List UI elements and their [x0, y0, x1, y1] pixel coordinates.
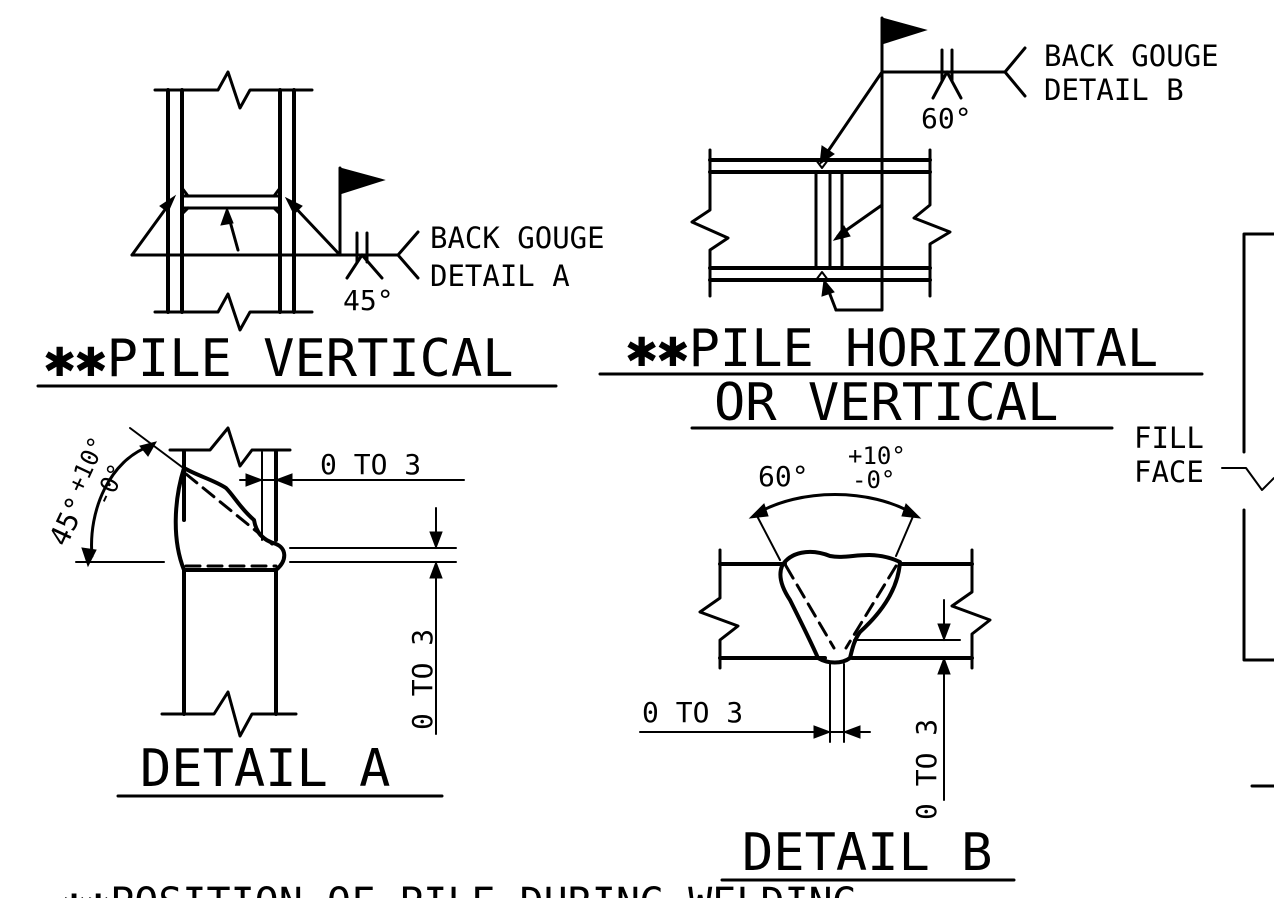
- fill-face-line2: FACE: [1134, 455, 1204, 489]
- pile-vertical-callout-line2: DETAIL A: [430, 259, 570, 293]
- detail-b-angle-base-label: 60°: [758, 460, 809, 493]
- detail-b-title: DETAIL B: [742, 823, 992, 883]
- pile-horizontal-callout-line2: DETAIL B: [1044, 73, 1184, 107]
- pile-horizontal-callout-line1: BACK GOUGE: [1044, 39, 1219, 73]
- fill-face-line1: FILL: [1134, 421, 1204, 455]
- pile-vertical-title: ✱✱PILE VERTICAL: [44, 329, 514, 389]
- pile-vertical-angle-label: 45°: [343, 284, 394, 317]
- pile-horizontal-title-line2: OR VERTICAL: [714, 373, 1058, 433]
- pile-horizontal-angle-label: 60°: [921, 102, 972, 135]
- detail-a-view: [75, 426, 465, 798]
- pile-horizontal-title-line1: ✱✱PILE HORIZONTAL: [626, 319, 1158, 379]
- fill-face-view: [1221, 232, 1274, 788]
- detail-b-view: [639, 493, 1016, 882]
- pile-horizontal-view: [598, 16, 1204, 430]
- detail-a-top-gap-label: 0 TO 3: [320, 448, 421, 481]
- detail-b-angle-tol-minus-label: -0°: [852, 466, 895, 494]
- detail-b-bottom-gap-label: 0 TO 3: [642, 696, 743, 729]
- detail-b-side-gap-label: 0 TO 3: [910, 719, 943, 820]
- pile-vertical-view: [36, 70, 558, 388]
- footer-note: ✱✱POSITION OF PILE DURING WELDING: [62, 880, 857, 898]
- detail-a-side-gap-label: 0 TO 3: [406, 629, 439, 730]
- detail-a-angle-base-label: 45°: [42, 491, 93, 551]
- detail-b-angle-tol-label: +10°: [848, 442, 906, 470]
- pile-vertical-callout-line1: BACK GOUGE: [430, 221, 605, 255]
- detail-a-title: DETAIL A: [140, 739, 390, 799]
